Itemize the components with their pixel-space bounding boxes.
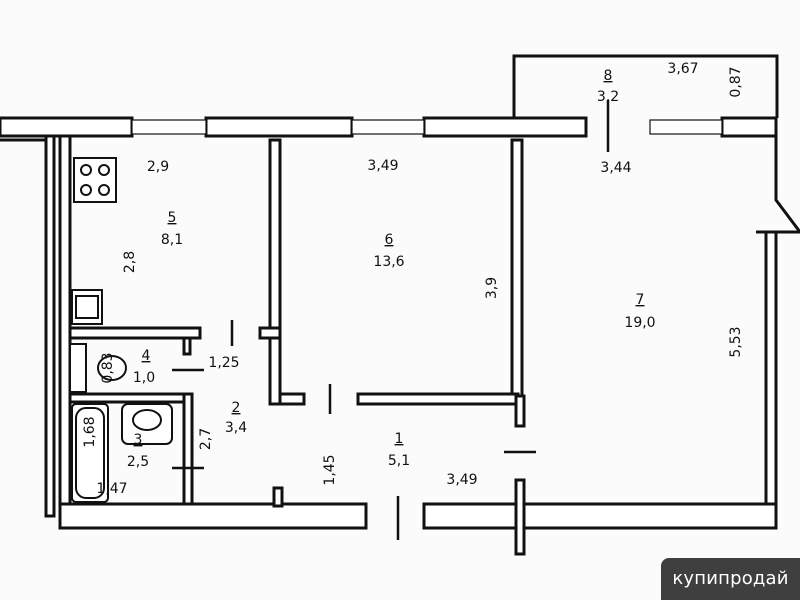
room-number-4: 4 bbox=[142, 348, 151, 364]
walls bbox=[0, 54, 800, 556]
window-room6 bbox=[351, 119, 425, 135]
burner-icon bbox=[80, 164, 92, 176]
burner-icon bbox=[98, 184, 110, 196]
room-area-4: 1,0 bbox=[133, 370, 155, 386]
wall-bath-right bbox=[182, 392, 194, 506]
wall-hall-left bbox=[268, 334, 282, 406]
wall-kitchen-room6 bbox=[268, 138, 282, 338]
dim-room7-side: 5,53 bbox=[728, 326, 744, 357]
dim-kitchen-side: 2,8 bbox=[122, 251, 138, 273]
dim-hall1-width: 3,49 bbox=[446, 472, 477, 488]
room-area-6: 13,6 bbox=[373, 254, 404, 270]
room-area-5: 8,1 bbox=[161, 232, 183, 248]
room-number-8: 8 bbox=[604, 68, 613, 84]
wall-top-far-right bbox=[720, 116, 778, 138]
dim-balcony-depth: 0,87 bbox=[728, 66, 744, 97]
room-number-3: 3 bbox=[134, 432, 143, 448]
dim-hall2-height: 2,7 bbox=[198, 428, 214, 450]
wall-top-right bbox=[422, 116, 588, 138]
wall-kitchen-bottom bbox=[68, 326, 202, 340]
wall-top-mid bbox=[204, 116, 354, 138]
doors bbox=[172, 100, 610, 540]
wall-wc-right bbox=[182, 336, 192, 356]
dim-room7-top: 3,44 bbox=[600, 160, 631, 176]
bathtub-inner-icon bbox=[75, 407, 105, 499]
room-area-2: 3,4 bbox=[225, 420, 247, 436]
wall-left-neighbor bbox=[44, 134, 56, 518]
room-area-3: 2,5 bbox=[127, 454, 149, 470]
toilet-icon bbox=[97, 355, 127, 381]
dim-kitchen-top: 2,9 bbox=[147, 159, 169, 175]
wall-room6-bottom-left bbox=[278, 392, 306, 406]
wall-top-left bbox=[0, 116, 134, 138]
wall-bottom-right bbox=[422, 502, 778, 530]
dim-wc-height: 0,83 bbox=[100, 352, 116, 383]
dim-hall1-height: 1,45 bbox=[322, 454, 338, 485]
watermark-badge: купипродай bbox=[661, 558, 800, 600]
wall-bottom-left bbox=[58, 502, 368, 530]
room-number-2: 2 bbox=[232, 400, 241, 416]
room-area-1: 5,1 bbox=[388, 453, 410, 469]
wall-left bbox=[58, 134, 72, 510]
room-area-8: 3,2 bbox=[597, 89, 619, 105]
washbasin-bowl-icon bbox=[132, 409, 162, 431]
wall-right-top bbox=[774, 118, 800, 233]
dim-room6-top: 3,49 bbox=[367, 158, 398, 174]
dim-room6-side: 3,9 bbox=[484, 277, 500, 299]
wall-room7-stub bbox=[514, 394, 526, 428]
wall-kitchen-bottom-r bbox=[258, 326, 282, 340]
window-room7 bbox=[649, 119, 723, 135]
dim-balcony-length: 3,67 bbox=[667, 61, 698, 77]
room-number-7: 7 bbox=[636, 292, 645, 308]
fixtures bbox=[69, 157, 173, 503]
dim-bath-width: 1,47 bbox=[96, 481, 127, 497]
stove-icon bbox=[73, 157, 117, 203]
wall-entrance bbox=[514, 478, 526, 556]
wall-right bbox=[764, 230, 778, 514]
wall-wc-bottom bbox=[68, 392, 192, 404]
toilet-tank-icon bbox=[69, 343, 87, 393]
wall-room6-bottom-right bbox=[356, 392, 520, 406]
room-area-7: 19,0 bbox=[624, 315, 655, 331]
room-number-5: 5 bbox=[168, 210, 177, 226]
wall-room6-room7 bbox=[510, 138, 524, 402]
burner-icon bbox=[98, 164, 110, 176]
labels: 1 5,1 2 3,4 3 2,5 4 1,0 5 8,1 6 13,6 7 1… bbox=[82, 61, 744, 497]
dim-bath-height: 1,68 bbox=[82, 416, 98, 447]
dim-wc-width: 1,25 bbox=[208, 355, 239, 371]
kitchen-sink-bowl-icon bbox=[75, 295, 99, 319]
room-number-6: 6 bbox=[385, 232, 394, 248]
window-kitchen bbox=[131, 119, 207, 135]
wall-hall-stub bbox=[272, 486, 284, 508]
burner-icon bbox=[80, 184, 92, 196]
room-number-1: 1 bbox=[395, 431, 404, 447]
balcony-outline bbox=[512, 54, 779, 118]
